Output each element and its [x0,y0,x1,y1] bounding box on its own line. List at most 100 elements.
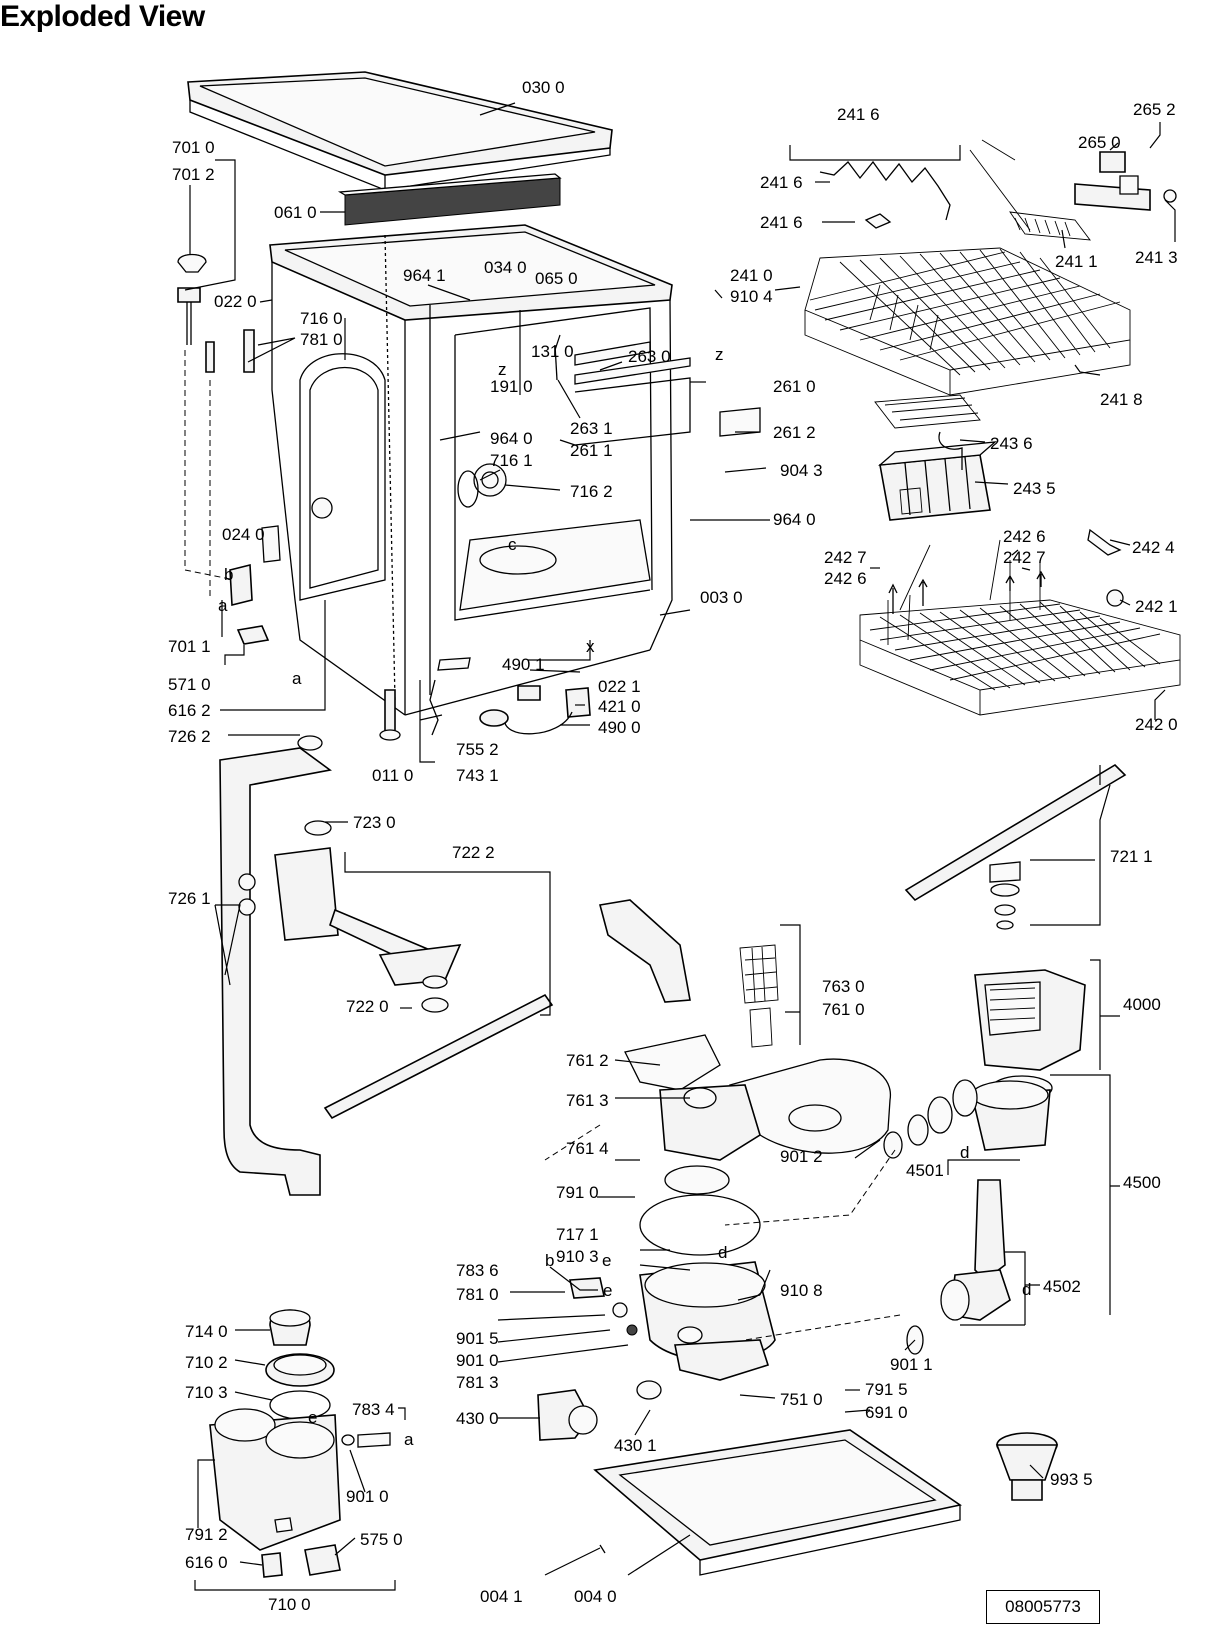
part-label: 910 4 [730,287,773,306]
part-label: 783 6 [456,1261,499,1280]
part-label: 241 6 [760,213,803,232]
part-label: 030 0 [522,78,565,97]
part-label: 241 6 [837,105,880,124]
part-label: 430 0 [456,1409,499,1428]
part-label: 710 2 [185,1353,228,1372]
top-lid-part [187,71,613,191]
lower-spray-arm-part [274,820,554,1120]
part-label: 964 0 [490,429,533,448]
connector-letter: e [602,1251,611,1270]
part-label: 791 0 [556,1183,599,1202]
connector-letter: z [498,360,507,379]
part-label: 791 2 [185,1525,228,1544]
part-label: 781 3 [456,1373,499,1392]
connector-letter: d [1022,1280,1031,1299]
connector-letter: b [224,565,233,584]
connector-letter: c [508,535,517,554]
lower-basket-part [859,528,1181,716]
part-label: 4502 [1043,1277,1081,1296]
water-softener-part [209,1309,391,1578]
part-label: 901 2 [780,1147,823,1166]
left-small-parts [177,253,591,741]
part-label: 761 4 [566,1139,609,1158]
part-label: 430 1 [614,1436,657,1455]
part-label: 763 0 [822,977,865,996]
part-label: 261 2 [773,423,816,442]
part-label: 241 0 [730,266,773,285]
part-label: 901 0 [346,1487,389,1506]
part-label: 241 6 [760,173,803,192]
cabinet-frame-part [269,224,761,716]
part-label: 022 1 [598,677,641,696]
connector-letter: d [718,1243,727,1262]
part-label: 783 4 [352,1400,395,1419]
insulation-pad-part [337,173,562,226]
part-label: 191 0 [490,377,533,396]
part-label: 781 0 [300,330,343,349]
connector-letter: e [603,1281,612,1300]
part-label: 901 1 [890,1355,933,1374]
part-label: 261 0 [773,377,816,396]
part-label: 701 1 [168,637,211,656]
part-label: 421 0 [598,697,641,716]
connector-letters: z z c x b a a b e d d d e e a [218,345,1031,1449]
part-label: 265 0 [1078,133,1121,152]
connector-letter: a [404,1430,414,1449]
upper-spray-arm-part [904,763,1127,930]
part-label: 011 0 [372,766,413,785]
part-label: 242 4 [1132,538,1175,557]
part-label: 743 1 [456,766,499,785]
part-label: 993 5 [1050,1470,1093,1489]
funnel-part [995,1432,1059,1501]
part-label: 265 2 [1133,100,1176,119]
part-label: 241 1 [1055,252,1098,271]
part-label: 781 0 [456,1285,499,1304]
part-label: 4501 [906,1161,944,1180]
page-title: Exploded View [0,0,205,33]
part-label: 714 0 [185,1322,228,1341]
part-label: 571 0 [168,675,211,694]
part-label: 263 1 [570,419,613,438]
part-label: 910 3 [556,1247,599,1266]
part-label: 242 7 [1003,548,1046,567]
part-label: 243 5 [1013,479,1056,498]
connector-letter: a [218,596,228,615]
supply-pipe-part [219,735,332,1196]
filter-sump-part [537,899,891,1441]
part-label: 616 0 [185,1553,228,1572]
part-label: 791 5 [865,1380,908,1399]
connector-letter: b [545,1251,554,1270]
part-label: 722 2 [452,843,495,862]
part-label: 4000 [1123,995,1161,1014]
part-label: 904 3 [780,461,823,480]
part-label: 722 0 [346,997,389,1016]
part-label: 901 0 [456,1351,499,1370]
connector-letter: x [586,637,595,656]
part-label: 261 1 [570,441,613,460]
part-label: 751 0 [780,1390,823,1409]
connector-letter: d [960,1143,969,1162]
part-label: 761 3 [566,1091,609,1110]
part-label: 061 0 [274,203,317,222]
part-label: 701 2 [172,165,215,184]
part-label: 901 5 [456,1329,499,1348]
part-label: 710 3 [185,1383,228,1402]
part-label: 575 0 [360,1530,403,1549]
part-label: 726 1 [168,889,211,908]
pump-assembly-part [883,969,1086,1355]
part-label: 716 1 [490,451,533,470]
cutlery-basket-part [874,394,997,521]
part-label: 241 3 [1135,248,1178,267]
connector-letter: a [292,669,302,688]
part-label: 4500 [1123,1173,1161,1192]
part-label: 755 2 [456,740,499,759]
part-label: 490 0 [598,718,641,737]
part-label: 490 1 [502,655,545,674]
connector-letter: z [715,345,724,364]
part-label: 241 8 [1100,390,1143,409]
part-label: 716 2 [570,482,613,501]
part-label: 910 8 [780,1281,823,1300]
part-label: 242 7 [824,548,867,567]
part-label: 263 0 [628,347,671,366]
